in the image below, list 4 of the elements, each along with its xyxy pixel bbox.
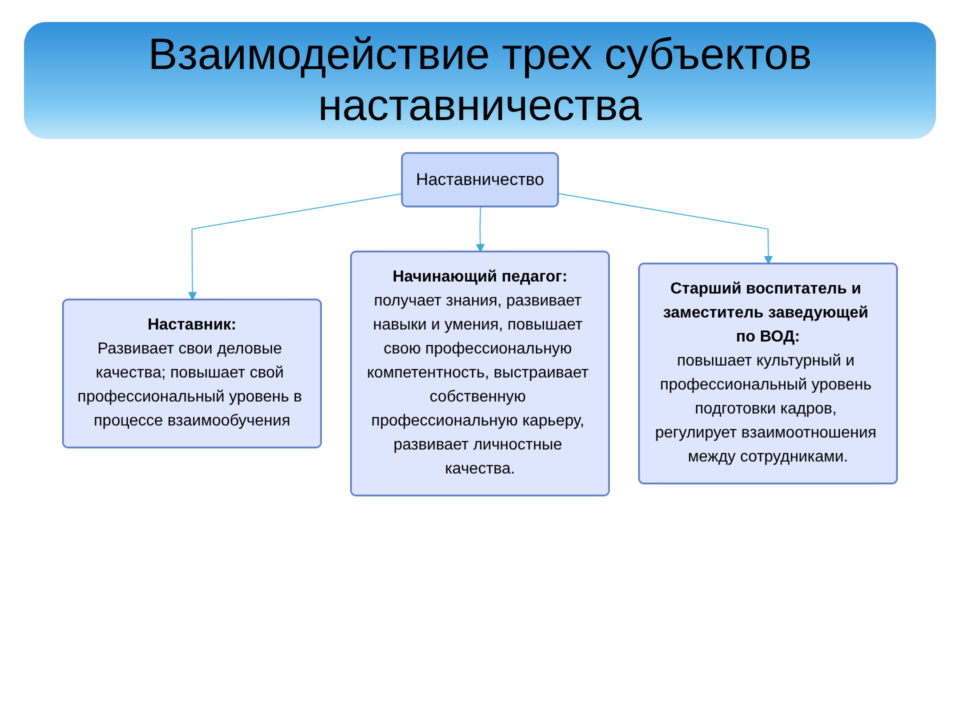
- title: Взаимодействие трех субъектов наставничества: [24, 22, 936, 140]
- arrow: [558, 193, 773, 265]
- arrow: [188, 193, 403, 301]
- arrow: [476, 206, 485, 253]
